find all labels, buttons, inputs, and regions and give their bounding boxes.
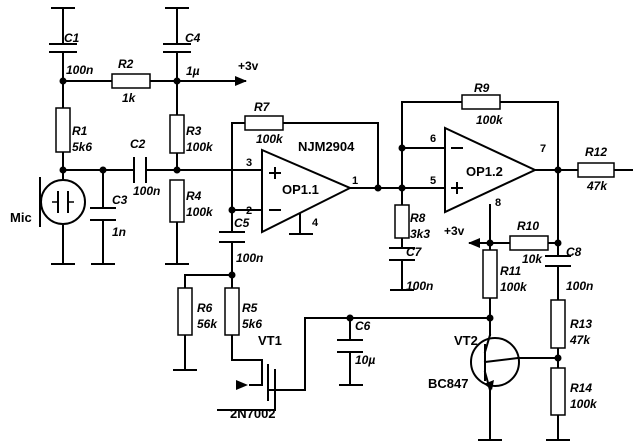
label-r3-value: 100k bbox=[186, 140, 214, 154]
label-r13-value: 47k bbox=[569, 333, 591, 347]
label-r13-ref: R13 bbox=[570, 317, 592, 331]
label-vt2-ref: VT2 bbox=[454, 333, 478, 348]
label-pin-2: 2 bbox=[246, 205, 252, 217]
label-r9-ref: R9 bbox=[474, 81, 490, 95]
label-c8-value: 100n bbox=[566, 279, 593, 293]
capacitor-c4 bbox=[163, 43, 191, 67]
label-c5-value: 100n bbox=[236, 251, 263, 265]
label-c8-ref: C8 bbox=[566, 245, 582, 259]
label-c7-ref: C7 bbox=[406, 245, 423, 259]
opamp-op1-2 bbox=[444, 126, 538, 214]
label-op2-ref: OP1.2 bbox=[466, 164, 503, 179]
supply-arrow-mid bbox=[468, 238, 480, 248]
label-r8-ref: R8 bbox=[410, 211, 426, 225]
label-r4-ref: R4 bbox=[186, 189, 202, 203]
label-r3-ref: R3 bbox=[186, 124, 202, 138]
resistor-r2 bbox=[111, 73, 151, 89]
resistor-r7 bbox=[244, 115, 284, 131]
resistor-r11 bbox=[482, 249, 498, 299]
label-r2-value: 1k bbox=[122, 91, 137, 105]
capacitor-c5 bbox=[219, 231, 245, 243]
label-c4-value: 1µ bbox=[186, 64, 200, 78]
capacitor-c1 bbox=[49, 43, 77, 67]
junctions bbox=[59, 77, 562, 362]
label-c1-ref: C1 bbox=[64, 31, 80, 45]
label-pin-3: 3 bbox=[246, 157, 252, 169]
label-r5-ref: R5 bbox=[242, 301, 258, 315]
label-vt1-part: 2N7002 bbox=[230, 406, 276, 421]
label-c5-ref: C5 bbox=[234, 216, 250, 230]
label-pin-6: 6 bbox=[430, 133, 436, 145]
resistor-r6 bbox=[177, 287, 193, 336]
label-c6-value: 10µ bbox=[355, 353, 375, 367]
resistor-r9 bbox=[461, 94, 501, 110]
label-r9-value: 100k bbox=[476, 113, 504, 127]
resistor-r4 bbox=[169, 179, 185, 223]
capacitor-c8 bbox=[545, 255, 571, 267]
label-r10-value: 10k bbox=[522, 252, 543, 266]
capacitor-c6 bbox=[337, 339, 363, 353]
label-op1-part: NJM2904 bbox=[298, 139, 355, 154]
label-c4-ref: C4 bbox=[185, 31, 201, 45]
label-c1-value: 100n bbox=[66, 63, 93, 77]
wires bbox=[62, 7, 633, 441]
resistor-r3 bbox=[169, 114, 185, 154]
label-pin-1: 1 bbox=[352, 175, 358, 187]
resistor-r12 bbox=[577, 162, 615, 178]
transistor-vt2 bbox=[470, 333, 520, 392]
label-r6-ref: R6 bbox=[197, 301, 213, 315]
label-pin-7: 7 bbox=[540, 143, 546, 155]
label-op1-ref: OP1.1 bbox=[282, 182, 319, 197]
resistor-r5 bbox=[224, 287, 240, 336]
label-r7-value: 100k bbox=[256, 132, 284, 146]
resistor-r13 bbox=[550, 299, 566, 349]
resistor-r10 bbox=[509, 235, 549, 251]
label-pin-4: 4 bbox=[312, 217, 319, 229]
label-c3-value: 1n bbox=[112, 225, 126, 239]
label-vt2-part: BC847 bbox=[428, 376, 468, 391]
label-c6-ref: C6 bbox=[355, 319, 371, 333]
label-c7-value: 100n bbox=[406, 279, 433, 293]
capacitor-c2 bbox=[133, 157, 147, 183]
label-r14-ref: R14 bbox=[570, 381, 592, 395]
label-r8-value: 3k3 bbox=[410, 227, 430, 241]
label-r10-ref: R10 bbox=[517, 219, 539, 233]
label-r11-value: 100k bbox=[500, 280, 528, 294]
resistor-r1 bbox=[55, 107, 71, 153]
label-r1-value: 5k6 bbox=[72, 140, 92, 154]
label-vt1-ref: VT1 bbox=[258, 333, 282, 348]
microphone bbox=[39, 177, 86, 227]
label-r12-ref: R12 bbox=[585, 145, 607, 159]
resistor-r8 bbox=[394, 204, 410, 239]
capacitor-c3 bbox=[90, 207, 116, 221]
label-supply-top: +3v bbox=[238, 59, 259, 73]
label-r12-value: 47k bbox=[586, 179, 608, 193]
label-supply-mid: +3v bbox=[444, 224, 465, 238]
label-c2-value: 100n bbox=[133, 184, 160, 198]
label-r5-value: 5k6 bbox=[242, 317, 262, 331]
label-pin-8: 8 bbox=[495, 197, 501, 209]
label-r14-value: 100k bbox=[570, 397, 598, 411]
label-r4-value: 100k bbox=[186, 205, 214, 219]
label-mic: Mic bbox=[10, 210, 32, 225]
label-r2-ref: R2 bbox=[118, 57, 134, 71]
label-r11-ref: R11 bbox=[500, 264, 521, 278]
capacitor-c7 bbox=[389, 247, 415, 261]
ground-symbols bbox=[51, 7, 570, 441]
label-c3-ref: C3 bbox=[112, 193, 128, 207]
label-r7-ref: R7 bbox=[254, 100, 271, 114]
transistor-vt1 bbox=[236, 359, 291, 401]
labels: C1 100n R2 1k C4 1µ +3v R1 5k6 C2 100n C… bbox=[10, 31, 608, 421]
label-r1-ref: R1 bbox=[72, 124, 88, 138]
label-r6-value: 56k bbox=[197, 317, 218, 331]
opamp-op1-1 bbox=[261, 148, 353, 234]
label-pin-5: 5 bbox=[430, 175, 436, 187]
label-c2-ref: C2 bbox=[130, 137, 146, 151]
supply-arrow-top bbox=[235, 76, 247, 86]
resistor-r14 bbox=[550, 367, 566, 416]
